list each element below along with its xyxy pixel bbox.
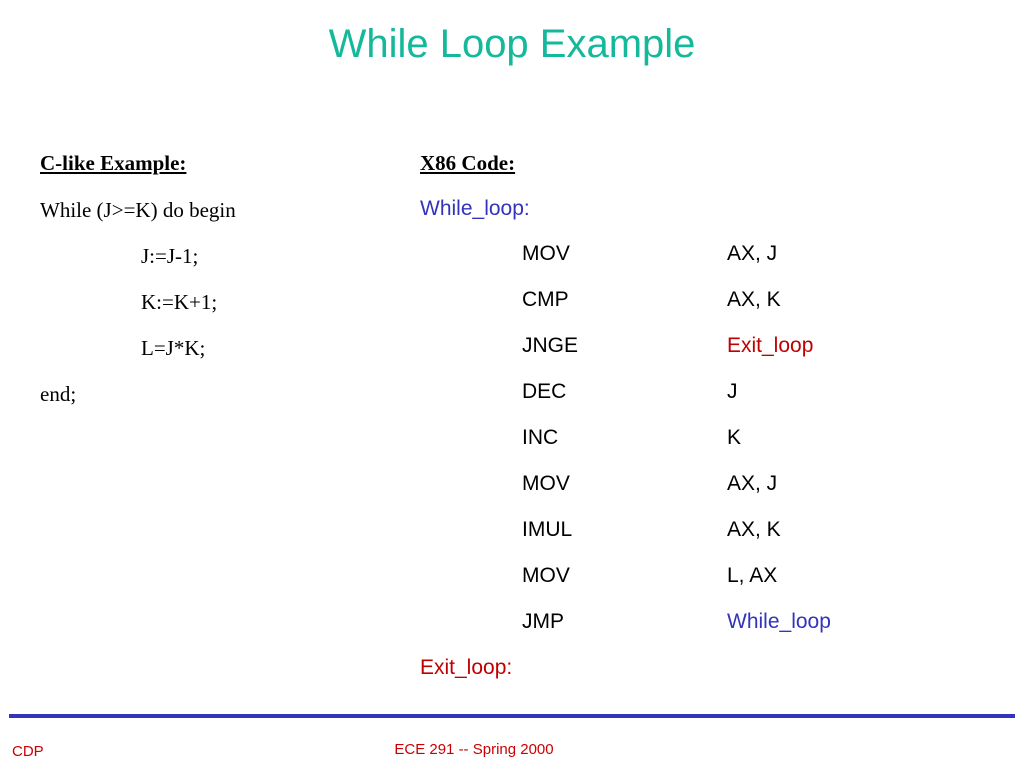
footer-author: CDP (12, 743, 44, 760)
c-line-decrement: J:=J-1; (141, 244, 199, 268)
x86-args-1: AX, J (727, 242, 778, 265)
footer-divider (9, 714, 1015, 718)
c-line-increment: K:=K+1; (141, 290, 218, 314)
x86-args-2: AX, K (727, 288, 781, 311)
x86-op-5: INC (522, 426, 559, 449)
x86-heading: X86 Code: (420, 151, 516, 175)
x86-op-1: MOV (522, 242, 570, 265)
x86-op-2: CMP (522, 288, 569, 311)
x86-op-4: DEC (522, 380, 567, 403)
x86-label-while-loop: While_loop: (420, 197, 530, 220)
x86-args-8: L, AX (727, 564, 778, 587)
x86-args-5: K (727, 426, 742, 449)
x86-args-4: J (727, 380, 738, 403)
x86-op-3: JNGE (522, 334, 579, 357)
x86-op-8: MOV (522, 564, 570, 587)
c-line-end: end; (40, 382, 77, 406)
x86-op-9: JMP (522, 610, 564, 633)
c-line-while: While (J>=K) do begin (40, 198, 236, 222)
x86-op-7: IMUL (522, 518, 573, 541)
slide-title: While Loop Example (328, 22, 696, 66)
c-example-heading: C-like Example: (40, 151, 187, 175)
x86-args-9: While_loop (727, 610, 831, 633)
x86-op-6: MOV (522, 472, 570, 495)
x86-label-exit-loop: Exit_loop: (420, 656, 513, 679)
x86-args-7: AX, K (727, 518, 781, 541)
c-line-multiply: L=J*K; (141, 336, 206, 360)
footer-course: ECE 291 -- Spring 2000 (394, 741, 554, 758)
x86-args-6: AX, J (727, 472, 778, 495)
x86-args-3: Exit_loop (727, 334, 814, 357)
